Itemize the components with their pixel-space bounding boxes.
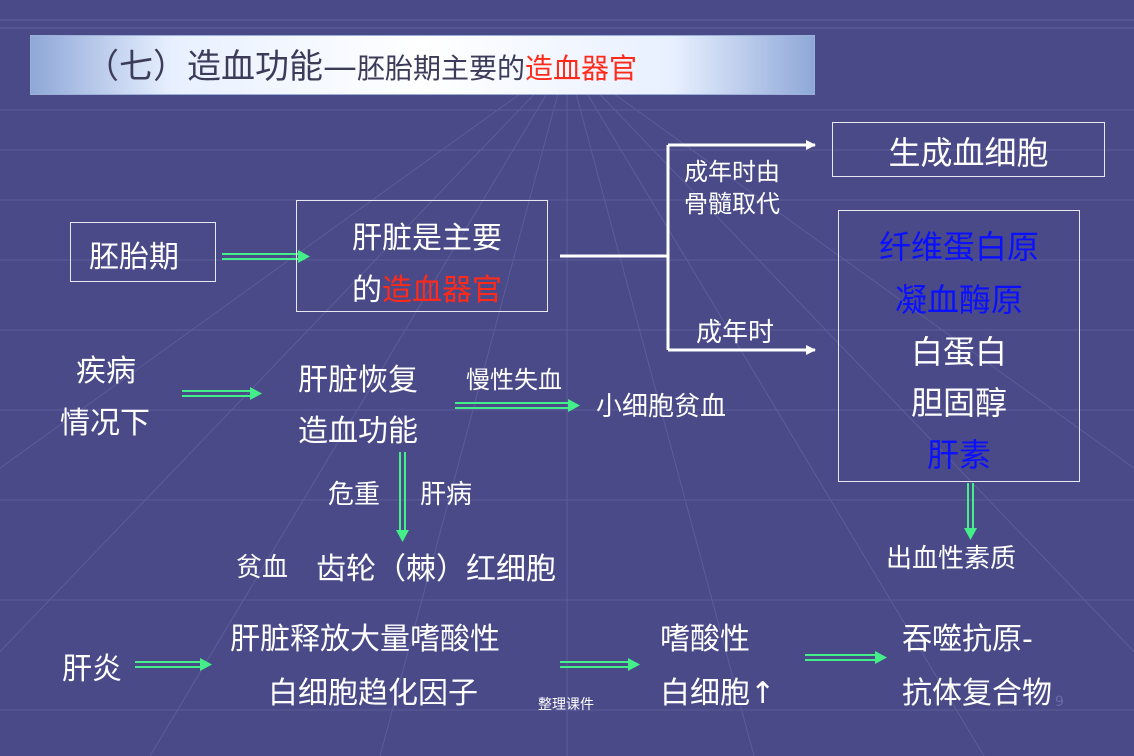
title-dash: —	[323, 47, 357, 87]
microcytic-anemia: 小细胞贫血	[596, 392, 727, 422]
liver-main-box	[296, 200, 548, 312]
protein-item: 胆固醇	[838, 378, 1080, 424]
immune-complex-line2: 抗体复合物	[902, 676, 1052, 711]
blood-cells-label: 生成血细胞	[888, 134, 1049, 172]
critical-label: 危重	[328, 480, 381, 510]
chronic-blood-loss: 慢性失血	[466, 366, 562, 394]
protein-cholesterol: 胆固醇	[910, 384, 1007, 422]
page-number: 9	[1055, 694, 1064, 710]
eosinophil-line2: 白细胞↑	[660, 676, 776, 711]
protein-albumin: 白蛋白	[910, 333, 1007, 371]
liver-release-line1: 肝脏释放大量嗜酸性	[230, 622, 500, 657]
liver-main-line2-prefix: 的	[352, 273, 382, 308]
bleeding-tendency: 出血性素质	[886, 544, 1017, 574]
eosinophil-line1: 嗜酸性	[660, 622, 750, 657]
adult-replaced-line2: 骨髓取代	[684, 190, 780, 218]
title-middle: 胚胎期主要的	[357, 52, 526, 85]
hepatitis-label: 肝炎	[62, 652, 122, 687]
liver-main-line2: 的造血器官	[352, 265, 502, 309]
immune-complex-line1: 吞噬抗原-	[902, 622, 1033, 657]
protein-item: 肝素	[838, 430, 1080, 476]
protein-item: 纤维蛋白原	[838, 222, 1080, 268]
proteins-box	[838, 210, 1080, 482]
disease-line1: 疾病	[76, 354, 136, 389]
liver-recover-line2: 造血功能	[298, 414, 418, 449]
disease-line2: 情况下	[60, 406, 150, 441]
liver-main-line2-highlight: 造血器官	[382, 273, 502, 308]
protein-item: 凝血酶原	[838, 275, 1080, 321]
title-highlight: 造血器官	[525, 52, 638, 85]
page-title: （七）造血功能—胚胎期主要的造血器官	[85, 45, 637, 89]
title-prefix: （七）造血功能	[85, 47, 323, 87]
adult-replaced-line1: 成年时由	[684, 158, 780, 186]
liver-disease-label: 肝病	[420, 480, 473, 510]
protein-fibrinogen: 纤维蛋白原	[878, 228, 1039, 266]
protein-heparin: 肝素	[926, 436, 991, 474]
blood-cells-box	[832, 122, 1105, 177]
acanthocyte-label: 齿轮（棘）红细胞	[316, 552, 556, 587]
title-bar	[30, 35, 815, 95]
protein-item: 白蛋白	[838, 327, 1080, 373]
liver-release-line2: 白细胞趋化因子	[268, 676, 478, 711]
liver-main-line1: 肝脏是主要	[352, 221, 502, 256]
embryo-label: 胚胎期	[89, 240, 179, 275]
footer-label: 整理课件	[538, 697, 594, 713]
adult-label: 成年时	[696, 318, 775, 348]
anemia-label: 贫血	[236, 553, 289, 583]
protein-prothrombin: 凝血酶原	[894, 281, 1023, 319]
liver-recover-line1: 肝脏恢复	[298, 363, 418, 398]
embryo-box	[70, 222, 216, 282]
